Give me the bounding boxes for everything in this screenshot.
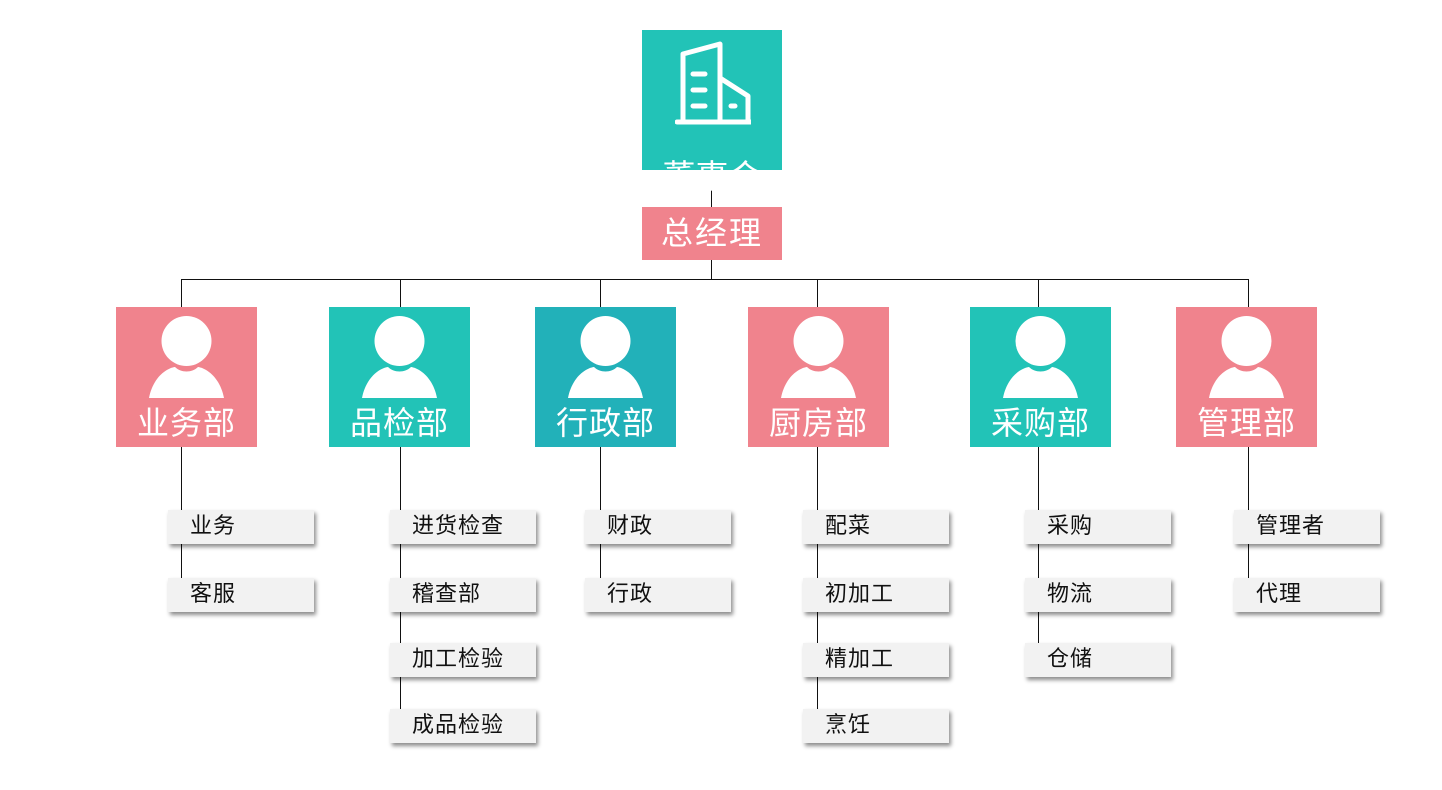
connector-line (600, 279, 601, 307)
department-label: 行政部 (555, 404, 655, 442)
general-manager-node[interactable]: 总经理 (642, 207, 782, 260)
connector-line (181, 279, 182, 307)
person-icon (568, 316, 643, 398)
department-node[interactable]: 管理部 (1176, 307, 1317, 447)
person-icon (1003, 316, 1078, 398)
connector-line (1248, 279, 1249, 307)
department-label: 品检部 (349, 404, 449, 442)
sub-department-item[interactable]: 精加工 (803, 643, 949, 677)
department-node[interactable]: 采购部 (970, 307, 1111, 447)
sub-department-item[interactable]: 管理者 (1234, 510, 1380, 544)
board-label: 董事会 (662, 157, 762, 196)
person-icon (1209, 316, 1284, 398)
connector-line (181, 279, 1249, 280)
department-label: 管理部 (1196, 404, 1296, 442)
sub-department-item[interactable]: 采购 (1025, 510, 1171, 544)
sub-department-item[interactable]: 加工检验 (390, 643, 536, 677)
connector-line (711, 260, 712, 279)
board-node[interactable]: 董事会 (642, 30, 782, 196)
connector-line (817, 279, 818, 307)
sub-department-item[interactable]: 初加工 (803, 578, 949, 612)
department-node[interactable]: 行政部 (535, 307, 676, 447)
connector-line (1038, 279, 1039, 307)
connector-line (1038, 447, 1039, 660)
department-node[interactable]: 业务部 (116, 307, 257, 447)
sub-department-item[interactable]: 代理 (1234, 578, 1380, 612)
department-node[interactable]: 厨房部 (748, 307, 889, 447)
sub-department-item[interactable]: 配菜 (803, 510, 949, 544)
sub-department-item[interactable]: 业务 (168, 510, 314, 544)
department-label: 业务部 (136, 404, 236, 442)
department-label: 厨房部 (768, 404, 868, 442)
sub-department-item[interactable]: 行政 (585, 578, 731, 612)
sub-department-item[interactable]: 稽查部 (390, 578, 536, 612)
sub-department-item[interactable]: 成品检验 (390, 709, 536, 743)
sub-department-item[interactable]: 进货检查 (390, 510, 536, 544)
sub-department-item[interactable]: 仓储 (1025, 643, 1171, 677)
person-icon (781, 316, 856, 398)
person-icon (362, 316, 437, 398)
sub-department-item[interactable]: 客服 (168, 578, 314, 612)
sub-department-item[interactable]: 物流 (1025, 578, 1171, 612)
department-node[interactable]: 品检部 (329, 307, 470, 447)
building-icon (675, 41, 751, 125)
sub-department-item[interactable]: 烹饪 (803, 709, 949, 743)
person-icon (149, 316, 224, 398)
connector-line (711, 170, 712, 207)
department-label: 采购部 (990, 404, 1090, 442)
sub-department-item[interactable]: 财政 (585, 510, 731, 544)
connector-line (400, 279, 401, 307)
